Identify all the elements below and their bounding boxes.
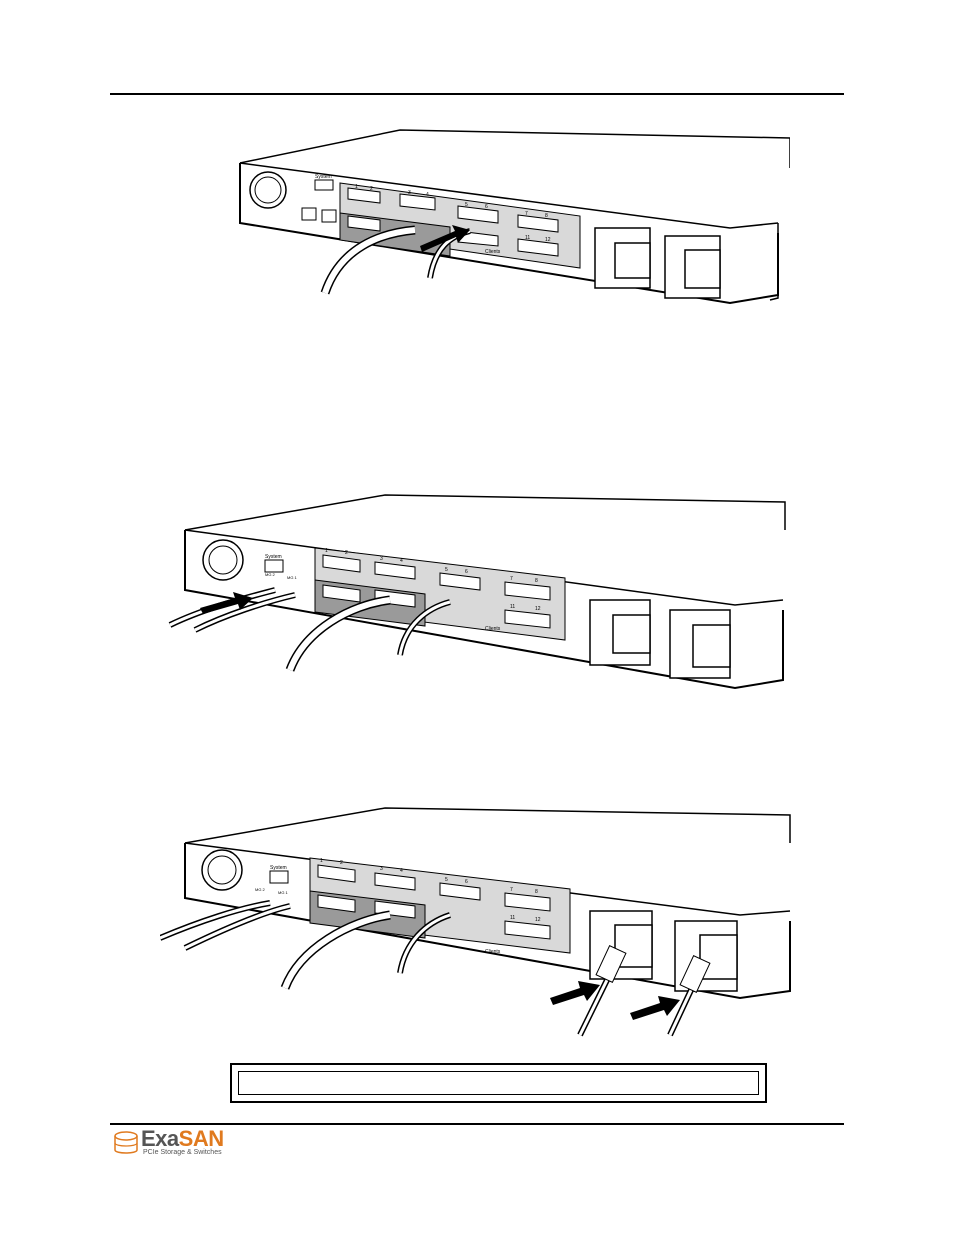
port-6: 6 [485,204,488,210]
port-11: 11 [510,915,515,921]
port-6: 6 [465,879,468,885]
system-label: System [270,865,287,871]
port-3: 3 [408,190,411,196]
footer-rule [110,1123,844,1125]
port-12: 12 [545,237,551,243]
figure-step-3: System 1 2 3 4 5 6 7 8 11 12 Clients MG … [160,803,795,1038]
port-1: 1 [325,548,328,554]
port-3: 3 [380,556,383,562]
port-2: 2 [345,550,348,556]
logo-wordmark: ExaSAN [141,1126,224,1152]
port-11: 11 [525,235,530,241]
port-8: 8 [535,889,538,895]
logo-exa: Exa [141,1126,179,1151]
port-8: 8 [535,578,538,584]
logo-san: SAN [178,1126,224,1151]
port-4: 4 [426,192,429,198]
port-4: 4 [400,558,403,564]
system-label: System [315,174,332,180]
port-12: 12 [535,606,541,612]
caption-text [238,1071,759,1095]
system-label: System [265,554,282,560]
port-1: 1 [355,184,358,190]
logo-disk-icon [114,1131,138,1154]
port-4: 4 [400,868,403,874]
port-8: 8 [545,213,548,219]
port-7: 7 [510,576,513,582]
port-12: 12 [535,917,541,923]
port-5: 5 [465,202,468,208]
figure-step-2: System 1 2 3 4 5 6 7 8 11 12 Clients MG … [165,490,790,690]
mgmt-1-label: MG 1 [278,890,289,895]
caption-box [230,1063,767,1103]
clients-label: Clients [485,949,501,955]
clients-label: Clients [485,626,501,632]
port-1: 1 [320,858,323,864]
figure-step-1: System 1 2 3 4 5 6 7 8 11 12 Clients [230,128,790,308]
port-3: 3 [380,866,383,872]
clients-label: Clients [485,249,501,255]
port-5: 5 [445,567,448,573]
port-6: 6 [465,569,468,575]
port-11: 11 [510,604,515,610]
port-7: 7 [525,211,528,217]
port-7: 7 [510,887,513,893]
port-2: 2 [370,186,373,192]
mgmt-1-label: MG 1 [287,575,298,580]
mgmt-2-label: MG 2 [265,572,276,577]
logo-tagline: PCIe Storage & Switches [143,1149,222,1156]
mgmt-2-label: MG 2 [255,887,266,892]
port-5: 5 [445,877,448,883]
port-2: 2 [340,860,343,866]
exasan-logo: ExaSAN PCIe Storage & Switches [113,1126,233,1160]
header-rule [110,93,844,95]
